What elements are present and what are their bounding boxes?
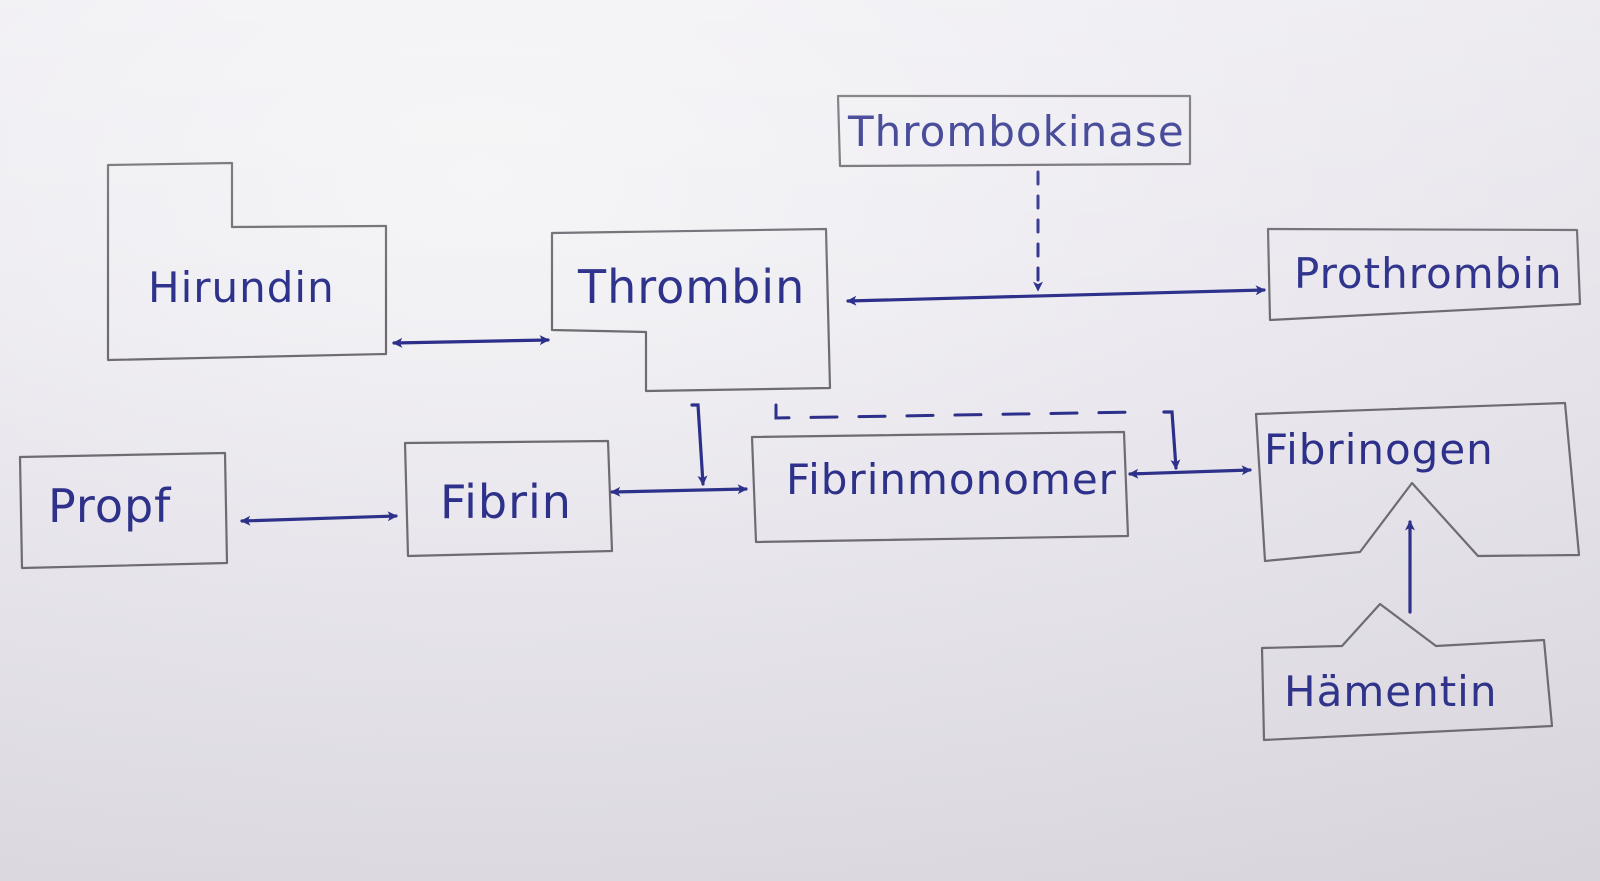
propf-fibrin-arrow	[240, 511, 398, 526]
haementin-label: Hämentin	[1284, 667, 1497, 716]
thrombin-catalysis-dashed-line	[774, 403, 1142, 420]
fibrinogen-label: Fibrinogen	[1264, 425, 1494, 474]
thrombin-label: Thrombin	[577, 260, 805, 314]
fibrinogen-box	[1254, 401, 1581, 563]
prothrombin-box	[1266, 227, 1582, 322]
thrombokinase-box	[836, 94, 1192, 168]
fibrin-box	[403, 439, 614, 558]
prothrombin-label: Prothrombin	[1294, 249, 1563, 298]
hirudin-box	[106, 161, 388, 362]
thrombokinase-label: Thrombokinase	[847, 107, 1185, 156]
hirudin-thrombin-arrow	[392, 335, 550, 348]
fibrinmonomer-label: Fibrinmonomer	[786, 455, 1117, 504]
thrombin-box	[550, 227, 832, 393]
haementin-box	[1260, 602, 1554, 742]
fibrinmonomer-box	[750, 430, 1130, 544]
propf-label: Propf	[48, 479, 172, 533]
fibrin-fibrinmonomer-arrow	[610, 484, 748, 497]
thrombin-catalysis-arrow-right	[1162, 410, 1181, 470]
thrombin-prothrombin-arrow	[846, 285, 1266, 306]
propf-box	[18, 451, 229, 570]
fibrin-label: Fibrin	[440, 475, 572, 529]
fibrinmonomer-fibrinogen-arrow	[1128, 465, 1252, 479]
thrombin-catalysis-arrow-left	[690, 403, 708, 486]
hirudin-label: Hirundin	[148, 263, 335, 312]
